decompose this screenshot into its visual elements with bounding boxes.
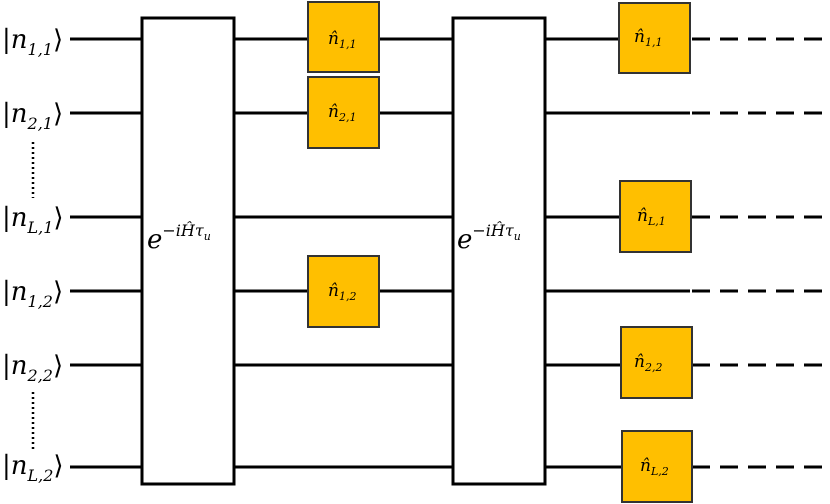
svg-text:e−iĤτu: e−iĤτu	[147, 220, 211, 255]
gate-subscript: 2,2	[644, 361, 663, 374]
gate-subscript: L,2	[650, 465, 669, 478]
gate-stage2-n22: n̂2,2	[620, 326, 693, 399]
svg-text:n̂1,1: n̂1,1	[634, 27, 662, 49]
gate-subscript: 1,1	[339, 38, 357, 51]
svg-text:n̂L,2: n̂L,2	[640, 456, 669, 478]
gate-subscript: 1,2	[339, 290, 357, 303]
svg-text:|n2,2⟩: |n2,2⟩	[2, 351, 63, 385]
ket-subscript: 1,1	[28, 40, 53, 59]
svg-text:|n1,2⟩: |n1,2⟩	[2, 277, 63, 311]
unitary-exponent: −iĤτ	[472, 220, 514, 240]
svg-text:e−iĤτu: e−iĤτu	[457, 220, 521, 255]
input-ket-nL1: |nL,1⟩	[2, 203, 64, 237]
svg-text:n̂1,1: n̂1,1	[328, 29, 356, 51]
gate-label: n̂	[637, 206, 648, 226]
gate-label: n̂	[328, 102, 339, 122]
gate-label: n̂	[634, 27, 645, 47]
unitary-base: e	[457, 225, 472, 255]
ket-subscript: L,2	[27, 466, 54, 485]
ket-symbol: n	[11, 25, 28, 55]
gate-stage2-n11: n̂1,1	[618, 2, 691, 74]
svg-text:n̂L,1: n̂L,1	[637, 206, 666, 228]
gate-stage2-nL2: n̂L,2	[621, 430, 693, 503]
gate-subscript: L,1	[647, 215, 666, 228]
svg-text:n̂2,1: n̂2,1	[328, 102, 356, 124]
input-ket-n12: |n1,2⟩	[2, 277, 63, 311]
unitary-exponent-subscript: u	[204, 230, 211, 243]
ket-subscript: 2,2	[27, 366, 53, 385]
svg-text:|nL,2⟩: |nL,2⟩	[2, 451, 64, 485]
svg-text:|n1,1⟩: |n1,1⟩	[2, 25, 63, 59]
unitary-base: e	[147, 225, 162, 255]
ket-subscript: 1,2	[28, 292, 53, 311]
gate-subscript: 2,1	[338, 111, 357, 124]
gate-label: n̂	[640, 456, 651, 476]
gate-stage1-n12: n̂1,2	[307, 255, 380, 328]
unitary-exponent: −iĤτ	[162, 220, 204, 240]
svg-text:|nL,1⟩: |nL,1⟩	[2, 203, 64, 237]
ket-symbol: n	[11, 203, 28, 233]
ket-symbol: n	[11, 99, 28, 129]
input-ket-n21: |n2,1⟩	[2, 99, 63, 133]
gate-stage1-n11: n̂1,1	[307, 1, 380, 73]
gate-stage1-n21: n̂2,1	[307, 76, 380, 149]
wire-continuations	[692, 37, 830, 469]
unitary-block-2: e−iĤτu	[451, 16, 547, 486]
svg-text:n̂1,2: n̂1,2	[328, 281, 356, 303]
svg-text:n̂2,2: n̂2,2	[634, 352, 662, 374]
input-ket-n22: |n2,2⟩	[2, 351, 63, 385]
input-ket-n11: |n1,1⟩	[2, 25, 63, 59]
gate-label: n̂	[328, 29, 339, 49]
svg-text:|n2,1⟩: |n2,1⟩	[2, 99, 63, 133]
unitary-block-1: e−iĤτu	[140, 16, 236, 486]
input-ket-nL2: |nL,2⟩	[2, 451, 64, 485]
ket-subscript: L,1	[27, 218, 54, 237]
gate-subscript: 1,1	[645, 36, 663, 49]
ket-subscript: 2,1	[27, 114, 53, 133]
unitary-exponent-subscript: u	[514, 230, 521, 243]
ket-symbol: n	[11, 351, 28, 381]
gate-label: n̂	[328, 281, 339, 301]
gate-stage2-nL1: n̂L,1	[619, 180, 692, 253]
ket-symbol: n	[11, 277, 28, 307]
ket-symbol: n	[11, 451, 28, 481]
gate-label: n̂	[634, 352, 645, 372]
